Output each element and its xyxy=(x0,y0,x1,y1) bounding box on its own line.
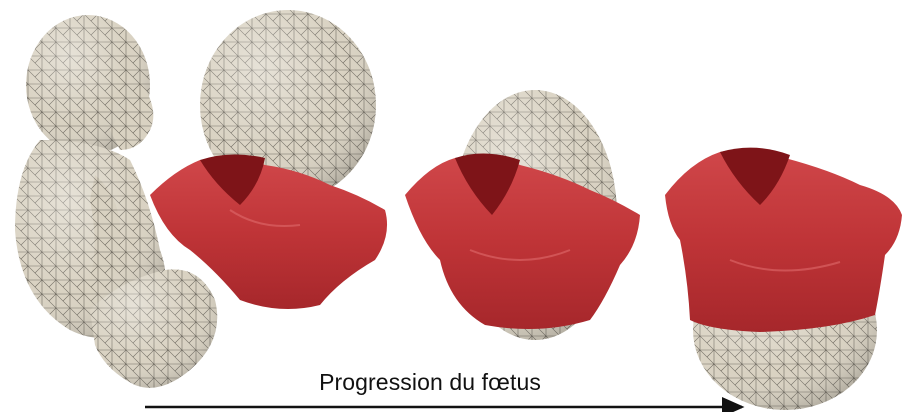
progression-caption: Progression du fœtus xyxy=(300,369,560,396)
stage-head-entry xyxy=(150,10,387,309)
stage-head-mid-descent xyxy=(405,90,640,340)
stage-head-exit xyxy=(665,148,902,410)
